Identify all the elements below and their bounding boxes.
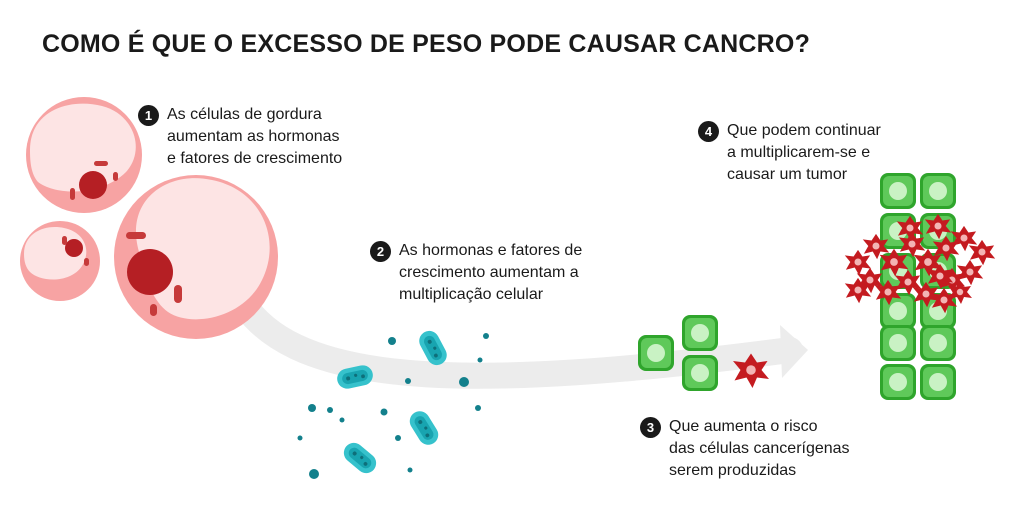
step-text-line: e fatores de crescimento bbox=[167, 150, 343, 167]
step-4: 4 Que podem continuar a multiplicarem-se… bbox=[698, 120, 881, 186]
step-2: 2 As hormonas e fatores de crescimento a… bbox=[370, 240, 582, 306]
step-number-badge: 1 bbox=[138, 105, 159, 126]
step-text-line: crescimento aumentam a bbox=[399, 264, 579, 281]
step-text-line: serem produzidas bbox=[669, 462, 797, 479]
fat-cell-icon bbox=[20, 221, 100, 301]
step-description: Que aumenta o risco das células canceríg… bbox=[669, 416, 850, 482]
step-3: 3 Que aumenta o risco das células cancer… bbox=[640, 416, 850, 482]
step-text-line: aumentam as hormonas bbox=[167, 128, 340, 145]
step-1: 1 As células de gordura aumentam as horm… bbox=[138, 104, 342, 170]
fat-cell-icon bbox=[114, 175, 278, 339]
hormone-particles bbox=[297, 333, 489, 479]
fat-cell-icon bbox=[26, 97, 142, 213]
step-number-badge: 2 bbox=[370, 241, 391, 262]
hormone-icon bbox=[335, 327, 451, 478]
step-number-badge: 3 bbox=[640, 417, 661, 438]
step-text-line: das células cancerígenas bbox=[669, 440, 850, 457]
step-text-line: a multiplicarem-se e bbox=[727, 144, 871, 161]
step-number-badge: 4 bbox=[698, 121, 719, 142]
infographic-title: COMO É QUE O EXCESSO DE PESO PODE CAUSAR… bbox=[42, 30, 811, 58]
step-text-line: multiplicação celular bbox=[399, 286, 544, 303]
step-text-line: Que aumenta o risco bbox=[669, 418, 818, 435]
step-description: Que podem continuar a multiplicarem-se e… bbox=[727, 120, 881, 186]
step-text-line: causar um tumor bbox=[727, 166, 848, 183]
step-text-line: Que podem continuar bbox=[727, 122, 881, 139]
step-text-line: As hormonas e fatores de bbox=[399, 242, 583, 259]
step-description: As hormonas e fatores de crescimento aum… bbox=[399, 240, 582, 306]
step-text-line: As células de gordura bbox=[167, 106, 322, 123]
step-description: As células de gordura aumentam as hormon… bbox=[167, 104, 342, 170]
